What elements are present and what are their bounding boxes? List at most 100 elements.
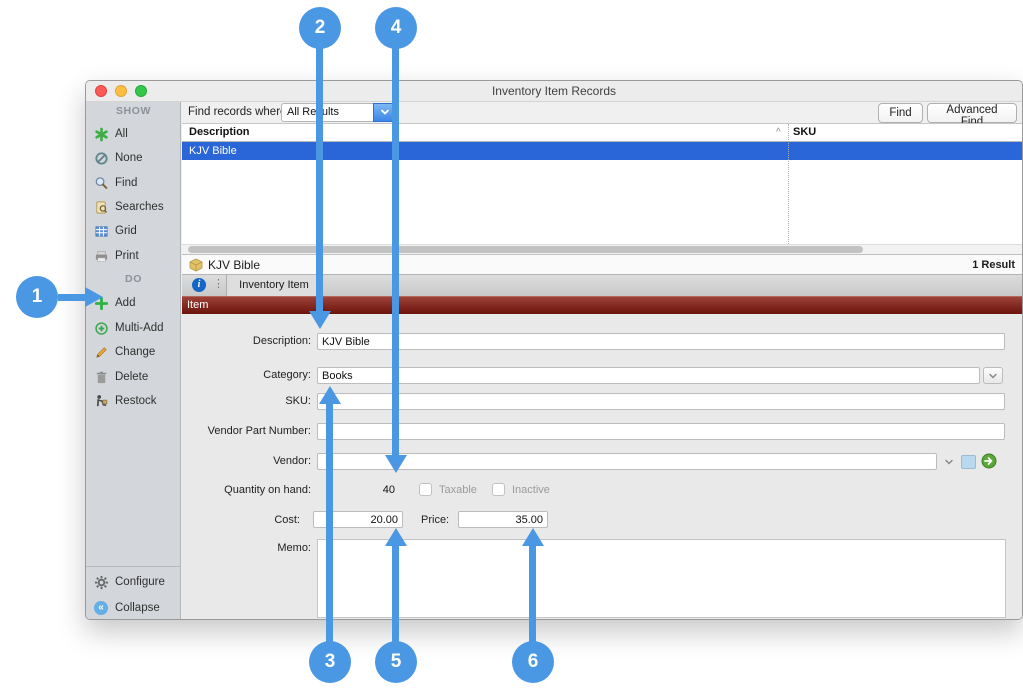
annotation-marker-3: 3: [309, 641, 351, 683]
sidebar-item-label: Print: [115, 250, 139, 262]
description-field[interactable]: [317, 333, 1005, 350]
sidebar-item-restock[interactable]: Restock: [86, 391, 181, 411]
sku-field[interactable]: [317, 393, 1005, 410]
memo-label: Memo:: [277, 542, 311, 554]
slash-circle-icon: [93, 150, 109, 166]
inactive-checkbox[interactable]: [492, 483, 505, 496]
table-row[interactable]: KJV Bible: [182, 142, 1022, 160]
filter-value: All Results: [281, 103, 373, 122]
sidebar-item-label: Grid: [115, 225, 137, 237]
sidebar-item-configure[interactable]: Configure: [86, 572, 181, 592]
column-header-description[interactable]: Description: [189, 126, 250, 138]
category-field[interactable]: [317, 367, 980, 384]
sidebar-item-label: Change: [115, 346, 156, 358]
annotation-arrow-line-2: [316, 48, 323, 312]
sidebar-item-grid[interactable]: Grid: [86, 221, 181, 241]
sidebar-item-all[interactable]: All: [86, 124, 181, 144]
sidebar-divider: [86, 566, 180, 567]
sidebar-item-label: Delete: [115, 371, 149, 383]
sidebar-item-none[interactable]: None: [86, 148, 181, 168]
price-field[interactable]: [458, 511, 548, 528]
cost-field[interactable]: [313, 511, 403, 528]
row-description-cell: KJV Bible: [189, 145, 237, 157]
filter-dropdown-button[interactable]: [373, 103, 397, 122]
vendor-label: Vendor:: [273, 455, 311, 467]
column-header-sku[interactable]: SKU: [793, 126, 817, 138]
sidebar-item-multi-add[interactable]: Multi-Add: [86, 318, 181, 338]
table-header[interactable]: Description ^ SKU: [182, 124, 1022, 142]
asterisk-icon: [93, 126, 109, 142]
window-titlebar: Inventory Item Records: [86, 81, 1022, 102]
tab-handle-dots-icon[interactable]: ⋮: [213, 278, 224, 290]
gear-icon: [93, 574, 109, 590]
minimize-button[interactable]: [115, 85, 127, 97]
taxable-checkbox[interactable]: [419, 483, 432, 496]
find-button[interactable]: Find: [878, 103, 923, 123]
tab-inventory-item[interactable]: Inventory Item: [226, 275, 322, 296]
vendor-part-number-field[interactable]: [317, 423, 1005, 440]
tab-bar: i ⋮ Inventory Item: [182, 275, 1022, 296]
close-button[interactable]: [95, 85, 107, 97]
sidebar-item-label: Configure: [115, 576, 165, 588]
sidebar-item-delete[interactable]: Delete: [86, 367, 181, 387]
result-count: 1 Result: [972, 259, 1015, 271]
category-dropdown-button[interactable]: [983, 367, 1003, 384]
memo-field[interactable]: [317, 539, 1006, 618]
sidebar-item-collapse[interactable]: « Collapse: [86, 598, 181, 618]
annotation-arrow-line-5: [392, 546, 399, 642]
description-label: Description:: [252, 335, 311, 347]
annotation-marker-1: 1: [16, 276, 58, 318]
vendor-field[interactable]: [317, 453, 937, 470]
annotation-marker-2: 2: [299, 7, 341, 49]
main-area: Find records where All Results Find Adva…: [182, 102, 1022, 619]
collapse-circle-icon: «: [93, 600, 109, 616]
scrollbar-thumb[interactable]: [188, 246, 863, 253]
sidebar-item-label: Searches: [115, 201, 164, 213]
pencil-icon: [93, 344, 109, 360]
sku-label: SKU:: [285, 395, 311, 407]
annotation-arrowhead-2: [309, 311, 331, 329]
sidebar-show-header: SHOW: [115, 105, 152, 117]
restock-person-icon: [93, 393, 109, 409]
column-divider: [788, 124, 789, 244]
sidebar-item-label: Restock: [115, 395, 157, 407]
info-icon[interactable]: i: [192, 278, 206, 292]
annotation-arrow-line-1: [58, 294, 86, 301]
app-window: Inventory Item Records SHOW All None Fin…: [85, 80, 1023, 620]
record-header: KJV Bible 1 Result: [182, 254, 1022, 275]
annotation-arrow-line-6: [529, 546, 536, 642]
sidebar-item-searches[interactable]: Searches: [86, 197, 181, 217]
sidebar-item-find[interactable]: Find: [86, 173, 181, 193]
horizontal-scrollbar[interactable]: [182, 244, 1022, 254]
vendor-dropdown-button[interactable]: [941, 453, 957, 470]
sidebar-item-label: All: [115, 128, 128, 140]
magnifier-icon: [93, 175, 109, 191]
sidebar-item-label: Add: [115, 297, 136, 309]
zoom-button[interactable]: [135, 85, 147, 97]
annotation-arrowhead-6: [522, 528, 544, 546]
item-section-header: Item: [182, 296, 1022, 314]
sidebar-item-label: Multi-Add: [115, 322, 164, 334]
sidebar-item-label: None: [115, 152, 143, 164]
sidebar-item-print[interactable]: Print: [86, 246, 181, 266]
item-cube-icon: [189, 258, 203, 277]
taxable-label: Taxable: [439, 484, 477, 496]
trash-icon: [93, 369, 109, 385]
vendor-lookup-button[interactable]: [961, 455, 976, 469]
document-search-icon: [93, 199, 109, 215]
filter-combobox[interactable]: All Results: [281, 103, 397, 122]
annotation-arrowhead-1: [85, 287, 103, 307]
annotation-marker-4: 4: [375, 7, 417, 49]
vendor-add-icon[interactable]: [981, 453, 997, 474]
annotation-arrowhead-4: [385, 455, 407, 473]
annotation-marker-6: 6: [512, 641, 554, 683]
chevron-down-icon: [380, 104, 390, 122]
item-section-label: Item: [187, 299, 209, 311]
sidebar-item-label: Collapse: [115, 602, 160, 614]
vendor-part-number-label: Vendor Part Number:: [207, 425, 311, 437]
sort-asc-icon: ^: [776, 127, 781, 138]
sidebar-item-change[interactable]: Change: [86, 342, 181, 362]
advanced-find-button[interactable]: Advanced Find: [927, 103, 1017, 128]
sidebar-item-label: Find: [115, 177, 138, 189]
